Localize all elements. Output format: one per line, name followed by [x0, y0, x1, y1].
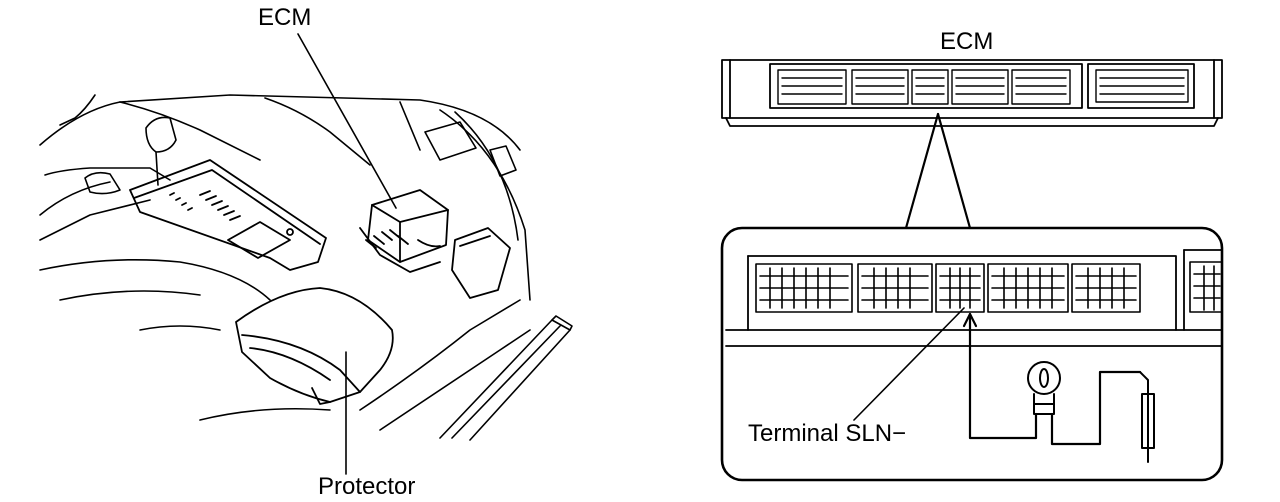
vehicle-interior-illustration [39, 94, 573, 441]
ecm-label-left: ECM [258, 4, 312, 31]
magnified-detail-frame [720, 226, 1224, 482]
protector-cover [235, 287, 394, 405]
left-leader-lines [297, 33, 397, 475]
ecm-label-right: ECM [940, 28, 994, 55]
ecm-top-connectors [777, 69, 1189, 105]
ecm-unit-in-vehicle [359, 189, 511, 299]
terminal-leader-line [853, 307, 965, 421]
bulb-lamp-icon [1027, 361, 1061, 415]
ecm-top-body [721, 59, 1223, 127]
protector-label: Protector [318, 473, 416, 500]
probe-pin [1139, 371, 1155, 463]
magnified-connectors [755, 261, 1223, 313]
terminal-sln-label: Terminal SLN− [748, 420, 907, 447]
probe-wire [962, 312, 1142, 446]
magnified-ecm-body [725, 249, 1223, 347]
floor-panel [129, 159, 327, 271]
zoom-callout-lines [904, 112, 972, 230]
